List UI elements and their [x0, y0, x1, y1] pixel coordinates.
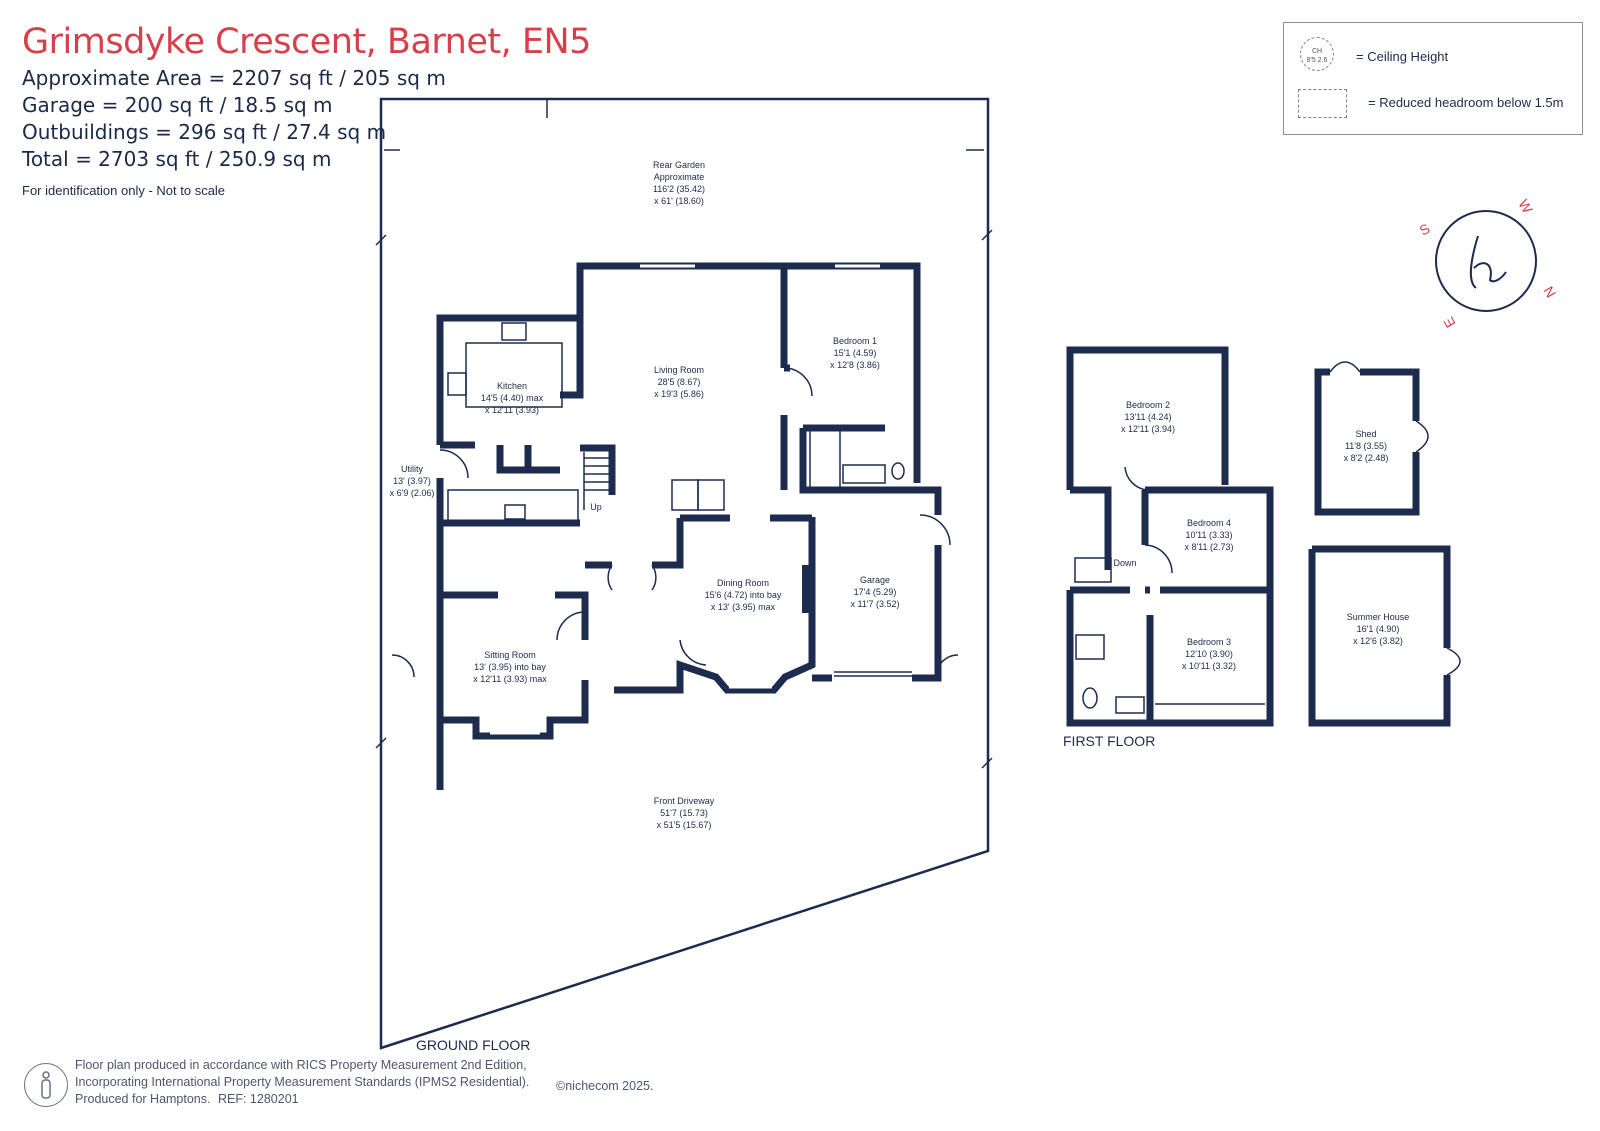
- living-room-label: Living Room 28'5 (8.67) x 19'3 (5.86): [654, 365, 704, 399]
- summer-house-label: Summer House 16'1 (4.90) x 12'6 (3.82): [1347, 612, 1410, 646]
- shed-walls: [1314, 361, 1429, 516]
- svg-text:S: S: [1417, 220, 1433, 239]
- svg-text:x 8'11 (2.73): x 8'11 (2.73): [1184, 542, 1233, 552]
- svg-text:x 13' (3.95) max: x 13' (3.95) max: [711, 602, 776, 612]
- svg-text:14'5 (4.40) max: 14'5 (4.40) max: [481, 393, 544, 403]
- svg-text:10'11 (3.33): 10'11 (3.33): [1185, 530, 1232, 540]
- garage-label: Garage 17'4 (5.29) x 11'7 (3.52): [850, 575, 899, 609]
- reference-number: REF: 1280201: [217, 1092, 299, 1106]
- svg-text:x 8'2 (2.48): x 8'2 (2.48): [1344, 453, 1389, 463]
- identification-note: For identification only - Not to scale: [22, 183, 226, 198]
- kitchen-label: Kitchen 14'5 (4.40) max x 12'11 (3.93): [481, 381, 544, 415]
- svg-text:Front Driveway: Front Driveway: [654, 796, 715, 806]
- svg-text:51'7 (15.73): 51'7 (15.73): [660, 808, 708, 818]
- svg-text:Rear Garden: Rear Garden: [653, 160, 705, 170]
- ground-floor-label: GROUND FLOOR: [416, 1037, 530, 1053]
- svg-text:Approximate: Approximate: [654, 172, 705, 182]
- front-driveway-label: Front Driveway 51'7 (15.73) x 51'5 (15.6…: [654, 796, 715, 830]
- svg-text:x 12'11 (3.93) max: x 12'11 (3.93) max: [473, 674, 547, 684]
- svg-text:x 19'3 (5.86): x 19'3 (5.86): [654, 389, 704, 399]
- svg-text:Dining Room: Dining Room: [717, 578, 769, 588]
- reduced-headroom-symbol: [1298, 89, 1347, 118]
- svg-text:Shed: Shed: [1355, 429, 1376, 439]
- ceiling-height-label: = Ceiling Height: [1356, 49, 1449, 64]
- bedroom4-label: Bedroom 4 10'11 (3.33) x 8'11 (2.73): [1184, 518, 1233, 552]
- footer-text: Floor plan produced in accordance with R…: [75, 1058, 530, 1106]
- copyright-text: ©nichecom 2025.: [556, 1079, 654, 1093]
- svg-text:x 61' (18.60): x 61' (18.60): [654, 196, 704, 206]
- svg-text:Summer House: Summer House: [1347, 612, 1410, 622]
- svg-text:x 12'8 (3.86): x 12'8 (3.86): [830, 360, 880, 370]
- reduced-headroom-label: = Reduced headroom below 1.5m: [1368, 95, 1564, 110]
- svg-text:x 12'11 (3.93): x 12'11 (3.93): [485, 405, 539, 415]
- svg-text:Bedroom 4: Bedroom 4: [1187, 518, 1231, 528]
- bedroom2-label: Bedroom 2 13'11 (4.24) x 12'11 (3.94): [1121, 400, 1175, 434]
- svg-text:13' (3.97): 13' (3.97): [393, 476, 431, 486]
- svg-text:16'1 (4.90): 16'1 (4.90): [1357, 624, 1400, 634]
- bedroom3-label: Bedroom 3 12'10 (3.90) x 10'11 (3.32): [1182, 637, 1236, 671]
- dining-room-label: Dining Room 15'6 (4.72) into bay x 13' (…: [705, 578, 782, 612]
- room-labels: Rear Garden Approximate 116'2 (35.42) x …: [390, 160, 1410, 830]
- svg-text:Sitting Room: Sitting Room: [484, 650, 536, 660]
- ceiling-height-symbol: CH 8'5 2.6: [1300, 37, 1334, 71]
- svg-text:W: W: [1515, 197, 1536, 217]
- svg-text:11'8 (3.55): 11'8 (3.55): [1345, 441, 1387, 451]
- svg-text:x 51'5 (15.67): x 51'5 (15.67): [657, 820, 712, 830]
- svg-text:17'4 (5.29): 17'4 (5.29): [854, 587, 897, 597]
- svg-text:Kitchen: Kitchen: [497, 381, 527, 391]
- svg-text:x 10'11 (3.32): x 10'11 (3.32): [1182, 661, 1236, 671]
- svg-text:28'5 (8.67): 28'5 (8.67): [658, 377, 701, 387]
- total-area: Total = 2703 sq ft / 250.9 sq m: [22, 147, 332, 171]
- svg-text:Utility: Utility: [401, 464, 423, 474]
- ground-floor-fittings: [391, 264, 959, 735]
- svg-text:116'2 (35.42): 116'2 (35.42): [653, 184, 705, 194]
- svg-text:E: E: [1440, 314, 1459, 330]
- svg-text:15'6 (4.72) into bay: 15'6 (4.72) into bay: [705, 590, 782, 600]
- garage-area: Garage = 200 sq ft / 18.5 sq m: [22, 93, 333, 117]
- svg-text:x 11'7 (3.52): x 11'7 (3.52): [850, 599, 899, 609]
- svg-text:13' (3.95) into bay: 13' (3.95) into bay: [474, 662, 546, 672]
- svg-text:x 6'9 (2.06): x 6'9 (2.06): [390, 488, 435, 498]
- outbuildings-area: Outbuildings = 296 sq ft / 27.4 sq m: [22, 120, 387, 144]
- stair-down-label: Down: [1113, 558, 1136, 568]
- svg-text:x 12'11 (3.94): x 12'11 (3.94): [1121, 424, 1175, 434]
- page-title: Grimsdyke Crescent, Barnet, EN5: [22, 22, 591, 62]
- utility-label: Utility 13' (3.97) x 6'9 (2.06): [390, 464, 435, 498]
- svg-text:12'10 (3.90): 12'10 (3.90): [1185, 649, 1233, 659]
- first-floor-label: FIRST FLOOR: [1063, 733, 1155, 749]
- svg-text:15'1 (4.59): 15'1 (4.59): [834, 348, 877, 358]
- svg-text:Bedroom 1: Bedroom 1: [833, 336, 877, 346]
- rear-garden-label: Rear Garden Approximate 116'2 (35.42) x …: [653, 160, 705, 206]
- plot-boundary: [375, 97, 993, 1050]
- shed-label: Shed 11'8 (3.55) x 8'2 (2.48): [1344, 429, 1389, 463]
- svg-text:Bedroom 3: Bedroom 3: [1187, 637, 1231, 647]
- info-person-icon: [24, 1063, 68, 1107]
- sitting-room-label: Sitting Room 13' (3.95) into bay x 12'11…: [473, 650, 547, 684]
- svg-text:Bedroom 2: Bedroom 2: [1126, 400, 1170, 410]
- approximate-area: Approximate Area = 2207 sq ft / 205 sq m: [22, 66, 446, 90]
- svg-text:x 12'6 (3.82): x 12'6 (3.82): [1353, 636, 1403, 646]
- legend-box: CH 8'5 2.6 = Ceiling Height = Reduced he…: [1283, 22, 1583, 135]
- bedroom1-label: Bedroom 1 15'1 (4.59) x 12'8 (3.86): [830, 336, 880, 370]
- svg-text:Garage: Garage: [860, 575, 890, 585]
- first-floor-walls: [1066, 346, 1274, 727]
- svg-text:N: N: [1540, 284, 1559, 301]
- summer-house-walls: [1308, 545, 1461, 727]
- svg-text:13'11 (4.24): 13'11 (4.24): [1124, 412, 1171, 422]
- stair-up-label: Up: [590, 502, 602, 512]
- svg-text:Living Room: Living Room: [654, 365, 704, 375]
- compass-icon: W S N E: [1417, 197, 1560, 331]
